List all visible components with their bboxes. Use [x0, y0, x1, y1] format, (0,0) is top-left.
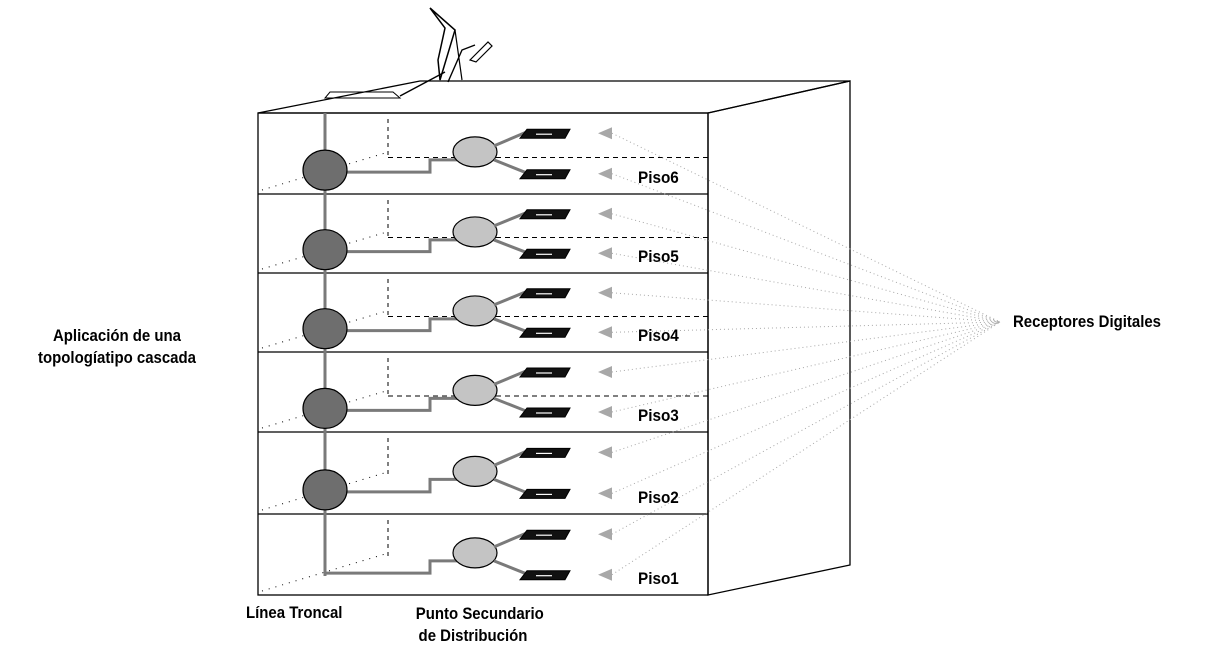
floor-label: Piso1 — [638, 569, 679, 588]
trunk-node — [302, 308, 348, 350]
receiver-cable — [493, 317, 527, 333]
receptor-dotted-line — [611, 252, 1001, 323]
receiver-cable — [493, 477, 527, 494]
antenna-head — [468, 41, 493, 63]
building-roof — [257, 80, 851, 114]
branch-cable — [325, 559, 458, 575]
secondary-node — [452, 295, 498, 327]
antenna-icon — [323, 7, 493, 99]
branch-cable — [325, 396, 458, 412]
secondary-node — [452, 455, 498, 487]
title-line-1: Aplicación de una — [52, 326, 182, 345]
trunk-node — [302, 149, 348, 191]
receptor-dotted-line — [611, 321, 1001, 576]
receptor-dotted-line — [611, 321, 1001, 333]
receiver-cable — [493, 450, 527, 467]
receiver-cable — [493, 238, 527, 254]
receiver-cable — [493, 559, 527, 576]
arrow-head — [598, 446, 612, 459]
receiver-cable — [493, 397, 527, 413]
receptor-dotted-line — [611, 321, 1001, 494]
branch-cable — [325, 158, 458, 174]
punto-line-1: Punto Secundario — [415, 604, 544, 623]
receiver-cable — [493, 211, 527, 228]
antenna-base — [323, 91, 402, 99]
receiver-cable — [493, 130, 527, 148]
floor-perspective-line — [261, 389, 389, 429]
building-side — [707, 80, 851, 596]
arrow-head — [598, 286, 612, 299]
receptor-dotted-line — [611, 321, 1001, 535]
receiver-cable — [493, 158, 527, 175]
arrow-head — [598, 127, 612, 140]
floor-perspective-line — [261, 310, 389, 349]
secondary-node — [452, 537, 498, 569]
building-front — [257, 112, 709, 596]
receptor-dotted-line — [611, 132, 1001, 323]
arrow-head — [598, 167, 612, 180]
floor-perspective-line — [261, 231, 389, 270]
floor-perspective-line — [261, 552, 389, 592]
branch-cable — [325, 477, 458, 494]
receiver-cable — [493, 531, 527, 549]
antenna-cable — [399, 71, 446, 97]
branch-cable — [325, 238, 458, 254]
receptor-arrows — [598, 127, 1001, 581]
floor-label: Piso6 — [638, 168, 679, 187]
arrow-head — [598, 326, 612, 339]
antenna-arm — [447, 44, 476, 83]
receptor-dotted-line — [611, 321, 1001, 453]
title-line-2: topologíatipo cascada — [38, 348, 196, 367]
punto-secundario-label: Punto Secundario de Distribución — [415, 603, 544, 647]
trunk-node — [302, 469, 348, 511]
branch-cable — [325, 317, 458, 333]
antenna-mast — [454, 29, 463, 81]
floor-label: Piso2 — [638, 488, 679, 507]
diagram-title: Aplicación de una topologíatipo cascada — [14, 325, 220, 369]
secondary-node — [452, 216, 498, 248]
arrow-head — [598, 528, 612, 541]
receiver-cable — [493, 369, 527, 386]
punto-line-2: de Distribución — [418, 626, 528, 645]
floor-label: Piso4 — [638, 326, 679, 345]
trunk-node — [302, 387, 348, 429]
arrow-head — [598, 207, 612, 220]
floors-group — [261, 113, 708, 592]
receptor-dotted-line — [611, 213, 1001, 323]
arrow-head — [598, 406, 612, 418]
receiver-cable — [493, 290, 527, 307]
floor-perspective-line — [261, 151, 389, 191]
secondary-node — [452, 136, 498, 168]
floor-perspective-line — [261, 471, 389, 511]
arrow-head — [598, 487, 612, 500]
arrow-head — [598, 568, 612, 581]
arrow-head — [598, 366, 612, 378]
floor-label: Piso5 — [638, 247, 679, 266]
secondary-node — [452, 374, 498, 406]
linea-troncal-label: Línea Troncal — [246, 603, 343, 622]
building-structure — [257, 80, 851, 596]
floor-label: Piso3 — [638, 406, 679, 425]
arrow-head — [598, 247, 612, 260]
trunk-node — [302, 229, 348, 271]
receptores-label: Receptores Digitales — [1013, 312, 1162, 331]
antenna-dish — [429, 7, 456, 81]
receptor-dotted-line — [611, 292, 1001, 323]
